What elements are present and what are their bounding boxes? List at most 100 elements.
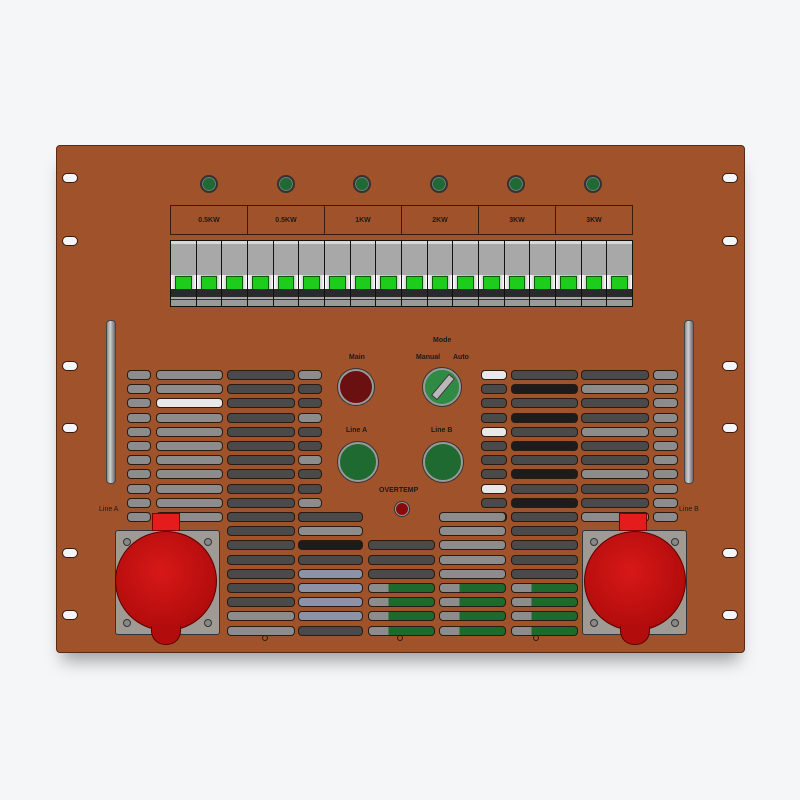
vent-slot [368, 583, 435, 593]
socket-cover[interactable] [584, 531, 686, 631]
line-a-button[interactable] [338, 442, 378, 482]
breaker-toggle[interactable] [431, 276, 449, 290]
breaker-top [556, 241, 581, 244]
vent-slot [481, 498, 507, 508]
left-rack-handle[interactable] [106, 320, 116, 484]
vent-slot [511, 370, 578, 380]
vent-slot [439, 626, 506, 636]
screw-icon [204, 538, 212, 546]
vent-slot [127, 512, 151, 522]
breaker-pole [607, 241, 633, 306]
breaker-toggle[interactable] [457, 276, 475, 290]
breaker-base [376, 289, 402, 297]
main-power-button[interactable] [338, 369, 374, 405]
vent-slot [227, 526, 295, 536]
vent-slot [298, 498, 322, 508]
vent-slot [653, 384, 678, 394]
breaker-toggle[interactable] [534, 276, 552, 290]
breaker-toggle[interactable] [354, 276, 372, 290]
breaker-toggle[interactable] [508, 276, 526, 290]
vent-slot [653, 427, 678, 437]
mode-label: Mode [433, 337, 452, 344]
breaker-toggle[interactable] [380, 276, 398, 290]
vent-slot [298, 583, 363, 593]
rack-hole [62, 548, 78, 558]
breaker-top [607, 241, 633, 244]
mode-selector-switch[interactable] [423, 368, 461, 406]
breaker-bottom [427, 299, 453, 306]
breaker-toggle[interactable] [252, 276, 269, 290]
right-rack-handle[interactable] [684, 320, 694, 484]
mounting-hole [533, 635, 539, 641]
breaker-top [325, 241, 350, 244]
socket-b-label: Line B [679, 506, 699, 513]
vent-slot [581, 484, 649, 494]
socket-latch[interactable] [619, 513, 647, 531]
status-led-2 [277, 175, 295, 193]
vent-slot [227, 455, 295, 465]
power-label: 3KW [479, 206, 556, 234]
breaker-base [325, 289, 350, 297]
vent-slot [298, 469, 322, 479]
breaker-pole [530, 241, 556, 306]
vent-slot [481, 441, 507, 451]
breaker-toggle[interactable] [483, 276, 500, 290]
overtemp-indicator [395, 502, 409, 516]
rack-hole [722, 423, 738, 433]
vent-slot [511, 455, 578, 465]
breaker-toggle[interactable] [226, 276, 244, 290]
breaker-base [530, 289, 556, 297]
vent-slot [298, 597, 363, 607]
breaker-toggle[interactable] [329, 276, 346, 290]
vent-slot [298, 384, 322, 394]
vent-slot [298, 555, 363, 565]
power-socket-line-b[interactable] [582, 513, 692, 653]
breaker-bottom [299, 299, 325, 306]
breaker-base [402, 289, 427, 297]
vent-slot [481, 484, 507, 494]
breaker-base [350, 289, 376, 297]
vent-slot [581, 441, 649, 451]
breaker-base [581, 289, 607, 297]
vent-slot [511, 540, 578, 550]
breaker-base [273, 289, 299, 297]
vent-slot [127, 398, 151, 408]
vent-slot [439, 583, 506, 593]
screw-icon [123, 538, 131, 546]
socket-latch[interactable] [152, 513, 180, 531]
vent-slot [227, 370, 295, 380]
breaker-bottom [607, 299, 633, 306]
breaker-toggle[interactable] [585, 276, 603, 290]
breaker-bottom [325, 299, 350, 306]
vent-slot [368, 540, 435, 550]
breaker-base [171, 289, 196, 297]
breaker-base [222, 289, 248, 297]
rack-hole [722, 236, 738, 246]
vent-slot [481, 413, 507, 423]
breaker-pole [196, 241, 222, 306]
breaker-toggle[interactable] [277, 276, 295, 290]
main-label: Main [349, 354, 365, 361]
rack-hole [722, 361, 738, 371]
vent-slot [511, 555, 578, 565]
circuit-breaker-strip [170, 240, 633, 307]
breaker-toggle[interactable] [406, 276, 423, 290]
vent-slot [481, 427, 507, 437]
breaker-pole [222, 241, 248, 306]
vent-slot [581, 384, 649, 394]
vent-slot [439, 569, 506, 579]
breaker-toggle[interactable] [200, 276, 218, 290]
vent-slot [481, 398, 507, 408]
breaker-toggle[interactable] [175, 276, 192, 290]
vent-slot [511, 498, 578, 508]
socket-cover[interactable] [115, 531, 217, 631]
breaker-toggle[interactable] [303, 276, 321, 290]
vent-slot [156, 455, 223, 465]
vent-slot [511, 597, 578, 607]
power-label: 0.5KW [171, 206, 248, 234]
line-b-button[interactable] [423, 442, 463, 482]
breaker-toggle[interactable] [611, 276, 629, 290]
vent-slot [227, 569, 295, 579]
breaker-toggle[interactable] [560, 276, 577, 290]
power-socket-line-a[interactable] [115, 513, 225, 653]
